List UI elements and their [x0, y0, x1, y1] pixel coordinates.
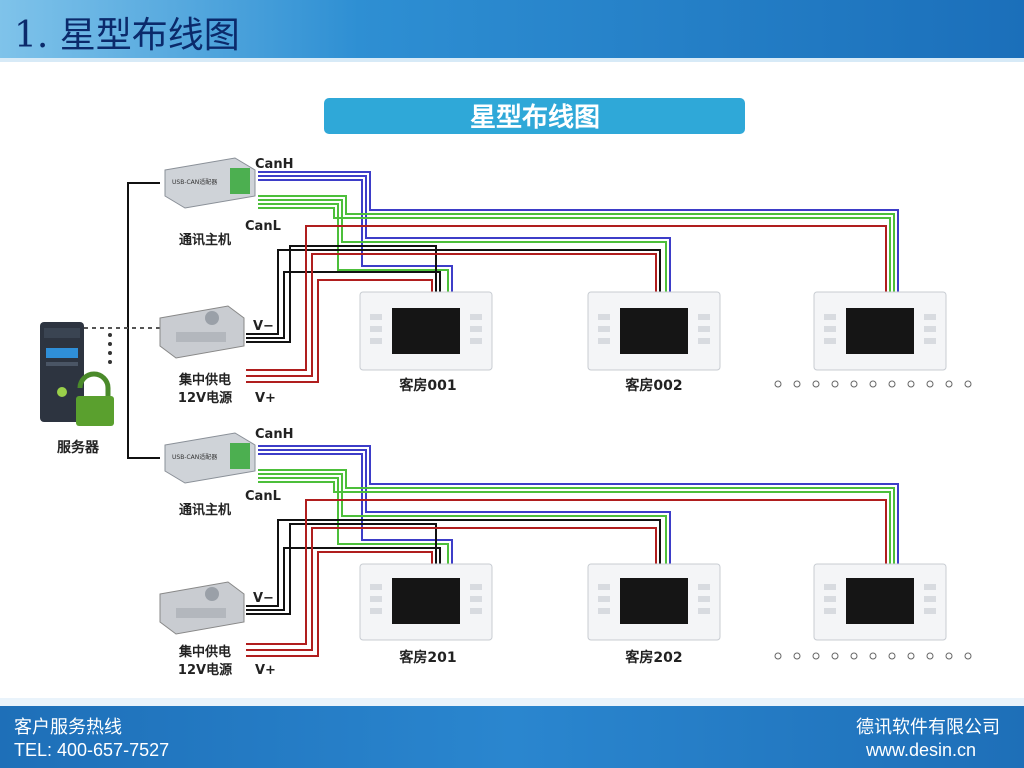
- footer-website: www.desin.cn: [865, 740, 976, 760]
- room-panel-001: [359, 291, 493, 371]
- vplus-label-2: V+: [255, 663, 276, 678]
- psu-label-2b: 12V电源: [178, 662, 232, 678]
- adapter-label-1: 通讯主机: [179, 232, 231, 248]
- footer-divider: [0, 698, 1024, 706]
- vminus-label-2: V−: [253, 591, 274, 606]
- footer-phone: TEL: 400-657-7527: [14, 740, 170, 760]
- vplus-label-1: V+: [255, 391, 276, 406]
- header-bar: [0, 0, 1024, 58]
- server-label: 服务器: [57, 439, 100, 456]
- room-panel-002: [587, 291, 721, 371]
- room-panel-201: [359, 563, 493, 641]
- room-label-202: 客房202: [624, 649, 682, 666]
- room-panel-202: [587, 563, 721, 641]
- diagram-banner-text: 星型布线图: [470, 103, 600, 133]
- bus-wires-2: [246, 445, 899, 657]
- room-label-002: 客房002: [624, 377, 682, 394]
- psu-label-1b: 12V电源: [178, 390, 232, 406]
- room-panel-row2-third: [813, 563, 947, 641]
- canl-label-2: CanL: [245, 489, 281, 504]
- vminus-label-1: V−: [253, 319, 274, 334]
- bus-wires-1: [246, 171, 899, 383]
- room-label-001: 客房001: [398, 377, 456, 394]
- footer-company: 德讯软件有限公司: [856, 717, 1000, 738]
- footer-hotline-label: 客户服务热线: [14, 717, 122, 738]
- adapter-device-2: USB-CAN适配器: [164, 432, 256, 484]
- room-label-201: 客房201: [398, 649, 456, 666]
- server-link-dots: [108, 333, 112, 364]
- slide-title: 1. 星型布线图: [14, 15, 240, 56]
- svg-text:USB-CAN适配器: USB-CAN适配器: [172, 178, 217, 186]
- adapter-device-1: USB-CAN适配器: [164, 157, 256, 209]
- footer-bar: [0, 706, 1024, 768]
- canh-label-2: CanH: [255, 427, 293, 442]
- psu-label-1a: 集中供电: [178, 372, 231, 388]
- psu-label-2a: 集中供电: [178, 644, 231, 660]
- server-icon: [40, 322, 114, 426]
- canl-label-1: CanL: [245, 219, 281, 234]
- diagram-banner: [324, 98, 745, 134]
- continuation-dots-2: [774, 652, 972, 660]
- power-supply-2: [159, 581, 245, 635]
- room-panel-row1-third: [813, 291, 947, 371]
- header-divider: [0, 58, 1024, 62]
- server-links: [84, 182, 160, 459]
- canh-label-1: CanH: [255, 157, 293, 172]
- continuation-dots-1: [774, 380, 972, 388]
- adapter-label-2: 通讯主机: [179, 502, 231, 518]
- svg-text:USB-CAN适配器: USB-CAN适配器: [172, 453, 217, 461]
- power-supply-1: [159, 305, 245, 359]
